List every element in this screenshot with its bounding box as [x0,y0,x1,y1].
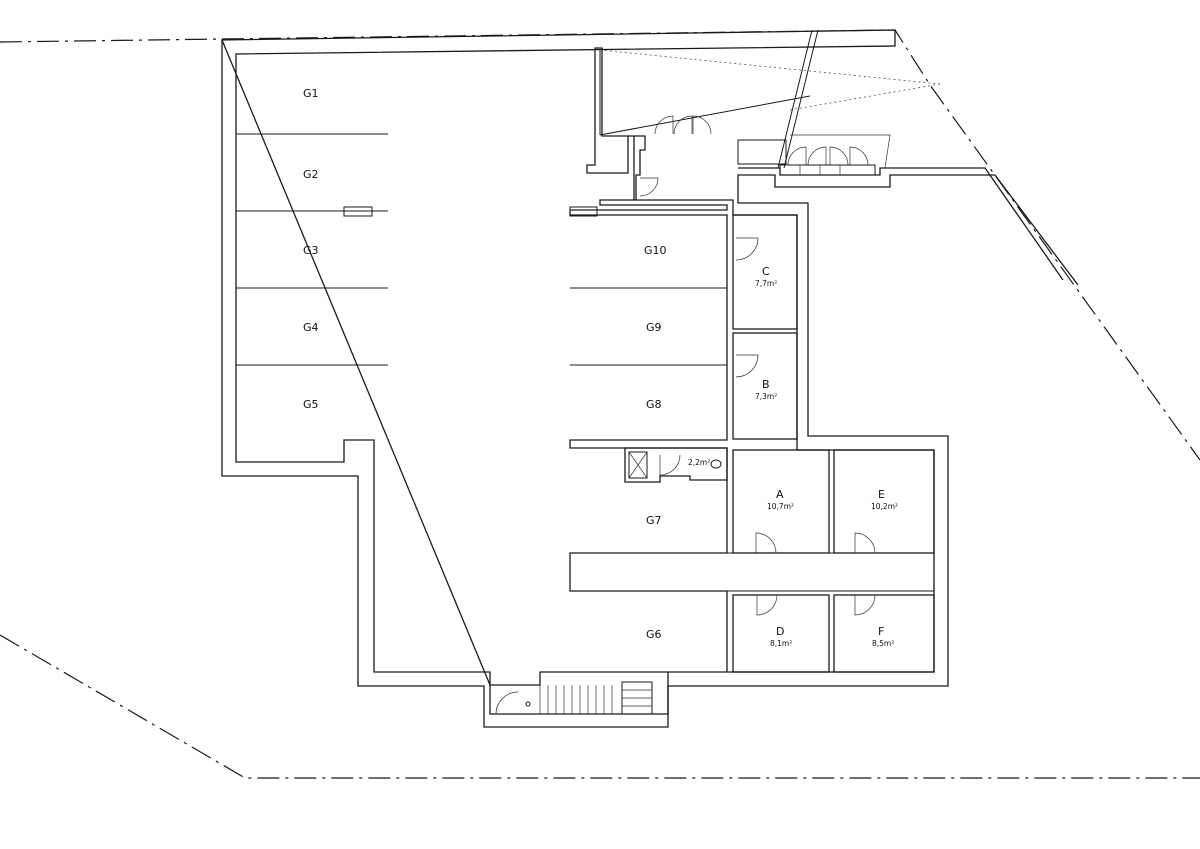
storage-label-b: B [762,378,770,391]
storage-area-e: 10,2m² [871,502,898,511]
storage-area-a: 10,7m² [767,502,794,511]
storage-area-c: 7,7m² [755,279,777,288]
garage-label-g4: G4 [303,321,319,334]
parking-dividers-right [569,206,727,366]
storage-area-b: 7,3m² [755,392,777,401]
storage-label-a: A [776,488,784,501]
property-boundary [0,29,1200,779]
garage-label-g10: G10 [644,244,667,257]
garage-label-g9: G9 [646,321,662,334]
storage-label-d: D [776,625,784,638]
storage-labels: C 7,7m² B 7,3m² A 10,7m² E 10,2m² D 8,1m… [688,265,898,648]
garage-label-g8: G8 [646,398,662,411]
storage-label-f: F [878,625,884,638]
ramp-lines [599,29,941,169]
garage-label-g3: G3 [303,244,319,257]
doors [639,115,876,616]
staircase [495,681,653,715]
wc-area: 2,2m² [688,458,710,467]
garage-labels: G1 G2 G3 G4 G5 G6 G7 G8 G9 G10 [303,87,667,641]
wc-room [624,447,728,483]
garage-label-g1: G1 [303,87,319,100]
garage-label-g6: G6 [646,628,662,641]
storage-room-walls [727,214,935,673]
storage-label-c: C [762,265,770,278]
garage-label-g2: G2 [303,168,319,181]
storage-area-f: 8,5m² [872,639,894,648]
garage-label-g7: G7 [646,514,662,527]
building-outline [221,29,1079,728]
garage-label-g5: G5 [303,398,319,411]
storage-label-e: E [878,488,885,501]
storage-area-d: 8,1m² [770,639,792,648]
parking-dividers-left [236,133,388,366]
